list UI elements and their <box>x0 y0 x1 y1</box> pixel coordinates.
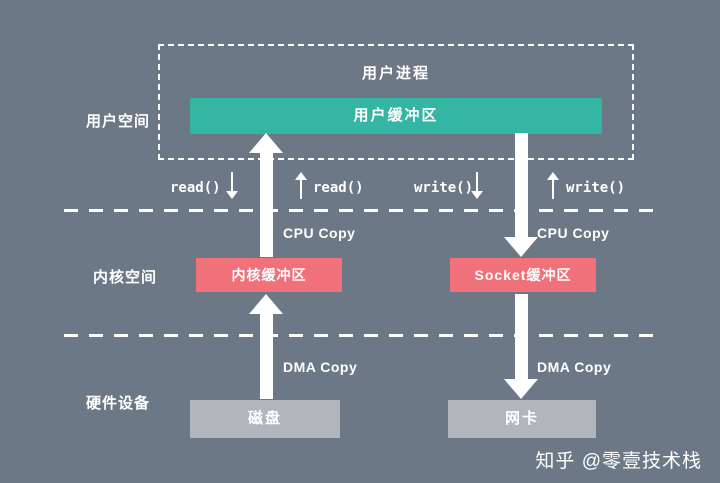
read-call-label-left: read() <box>170 180 221 196</box>
arrow-shaft <box>259 153 273 257</box>
arrow-tip-down-icon <box>471 191 483 199</box>
arrow-line <box>300 180 302 199</box>
write-call-label-right: write() <box>566 180 626 196</box>
read-call-label-right: read() <box>313 180 364 196</box>
cpu-copy-write-arrow-down <box>504 133 538 257</box>
cpu-copy-label-right: CPU Copy <box>537 225 610 241</box>
user-kernel-separator <box>64 209 656 212</box>
user-buffer-box: 用户缓冲区 <box>190 98 602 134</box>
nic-box: 网卡 <box>448 400 596 438</box>
watermark: 知乎 @零壹技术栈 <box>535 451 702 472</box>
user-space-label: 用户空间 <box>86 113 151 130</box>
write-enter-kernel-arrow-down <box>471 172 483 199</box>
dma-copy-nic-arrow-down <box>504 294 538 399</box>
arrow-line <box>476 172 478 191</box>
disk-box: 磁盘 <box>190 400 340 438</box>
kernel-space-label: 内核空间 <box>93 269 158 286</box>
read-enter-kernel-arrow-down <box>226 172 238 199</box>
socket-buffer-box: Socket缓冲区 <box>450 258 596 292</box>
hardware-zone-label: 硬件设备 <box>86 395 151 412</box>
arrow-head-up-icon <box>249 133 283 153</box>
arrow-shaft <box>514 133 528 237</box>
write-call-label-left: write() <box>414 180 474 196</box>
arrow-line <box>552 180 554 199</box>
dma-copy-label-right: DMA Copy <box>537 359 612 375</box>
arrow-head-down-icon <box>504 379 538 399</box>
arrow-shaft <box>259 314 273 399</box>
dma-copy-label-left: DMA Copy <box>283 359 358 375</box>
arrow-line <box>231 172 233 191</box>
arrow-shaft <box>514 294 528 379</box>
kernel-buffer-box: 内核缓冲区 <box>196 258 342 292</box>
arrow-tip-up-icon <box>547 172 559 180</box>
user-process-label: 用户进程 <box>361 65 430 82</box>
user-process-box: 用户进程 用户缓冲区 <box>158 44 634 160</box>
kernel-hardware-separator <box>64 334 656 337</box>
write-return-user-arrow-up <box>547 172 559 199</box>
arrow-tip-up-icon <box>295 172 307 180</box>
cpu-copy-label-left: CPU Copy <box>283 225 356 241</box>
dma-copy-disk-arrow-up <box>249 294 283 399</box>
arrow-head-down-icon <box>504 237 538 257</box>
arrow-head-up-icon <box>249 294 283 314</box>
read-return-user-arrow-up <box>295 172 307 199</box>
arrow-tip-down-icon <box>226 191 238 199</box>
cpu-copy-read-arrow-up <box>249 133 283 257</box>
